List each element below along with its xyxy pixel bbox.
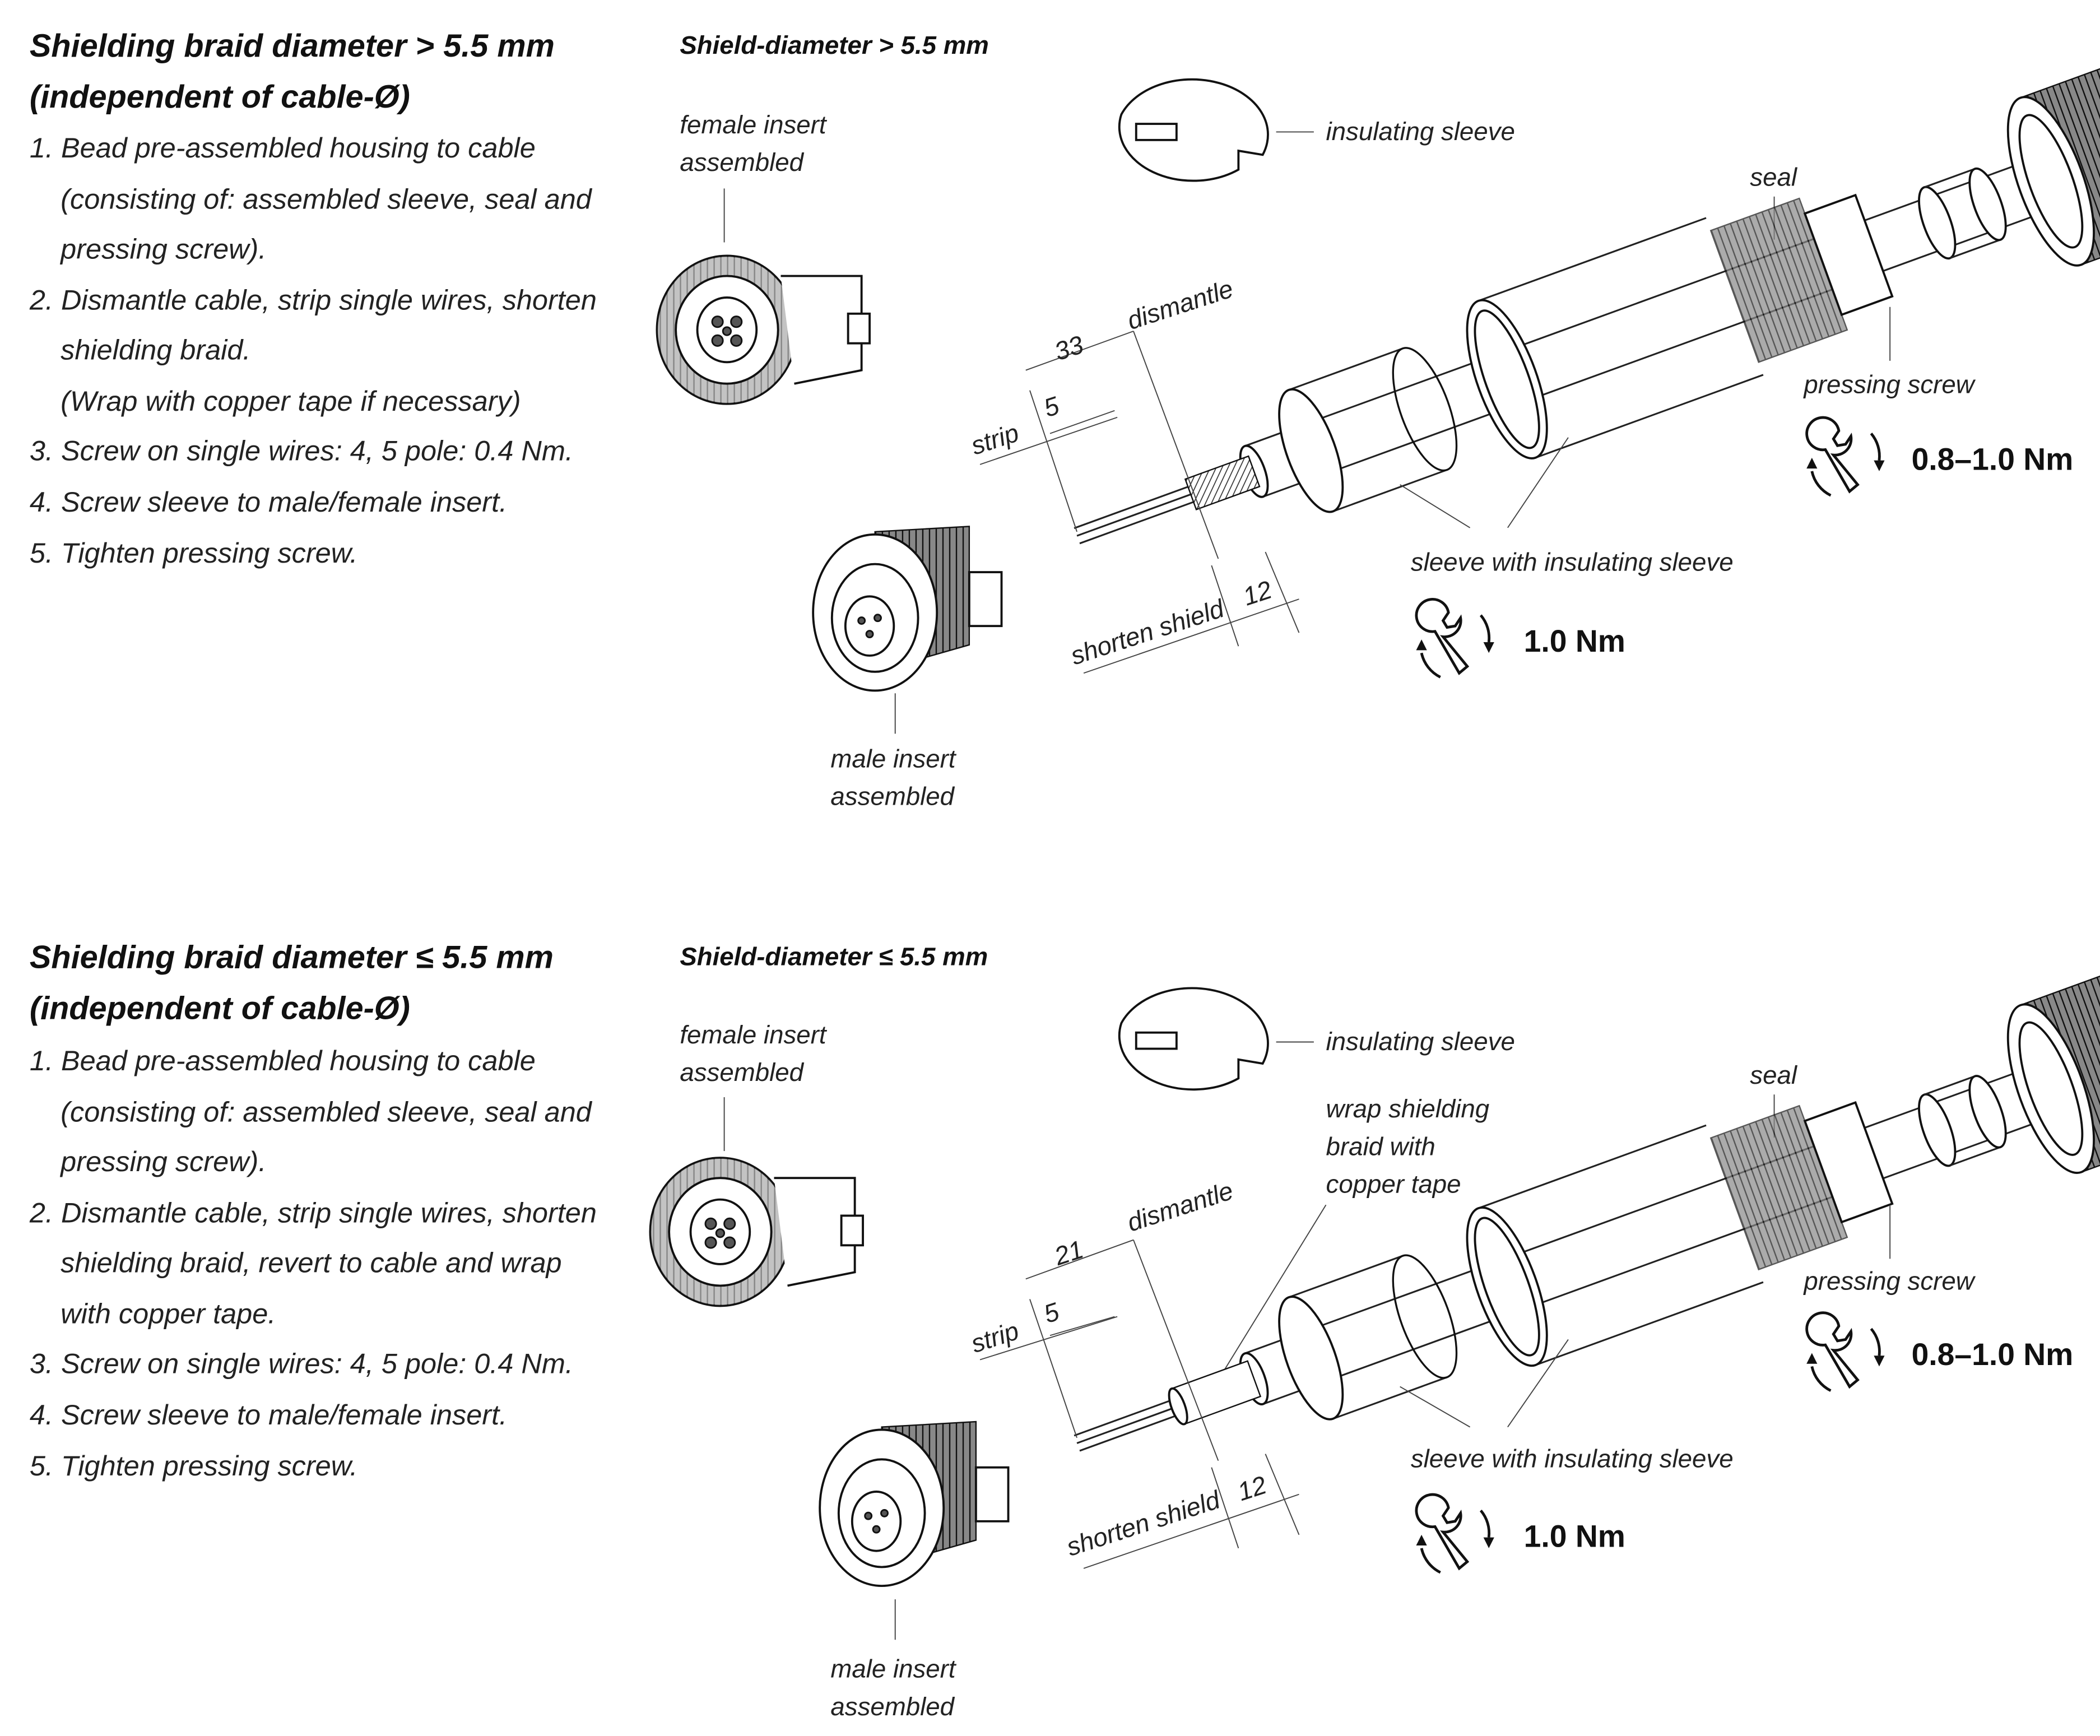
label-male-insert-2: assembled (830, 782, 955, 811)
section-heading: Shielding braid diameter ≤ 5.5 mm (30, 939, 554, 975)
label-seal: seal (1750, 1061, 1798, 1089)
cable-assembly-drawing (1045, 930, 2100, 1528)
insulating-sleeve-drawing (1118, 78, 1269, 182)
torque-pressing-screw: 0.8–1.0 Nm (1912, 442, 2074, 476)
torque-pressing-screw: 0.8–1.0 Nm (1912, 1337, 2074, 1372)
step-line: 2. Dismantle cable, strip single wires, … (29, 284, 597, 316)
label-pressing-screw: pressing screw (1802, 370, 1976, 399)
step-line: 2. Dismantle cable, strip single wires, … (29, 1196, 597, 1228)
step-line: 1. Bead pre-assembled housing to cable (30, 132, 536, 164)
section-shield-gt-5-5: Shielding braid diameter > 5.5 mm (indep… (29, 23, 2100, 811)
label-sleeve-with-insulating-sleeve: sleeve with insulating sleeve (1411, 1445, 1734, 1473)
dimension-dismantle: 21 (1051, 1235, 1087, 1271)
label-wrap-copper-tape-2: braid with (1326, 1132, 1435, 1161)
label-shorten-shield: shorten shield (1063, 1485, 1224, 1562)
section-heading: Shielding braid diameter > 5.5 mm (30, 28, 555, 64)
step-line: (consisting of: assembled sleeve, seal a… (61, 1096, 593, 1127)
label-male-insert: male insert (830, 744, 956, 773)
section-shield-le-5-5: Shielding braid diameter ≤ 5.5 mm (indep… (29, 930, 2100, 1721)
section-subheading: (independent of cable-Ø) (30, 991, 410, 1027)
step-line: pressing screw). (59, 1145, 266, 1177)
label-wrap-copper-tape: wrap shielding (1326, 1094, 1490, 1123)
wrench-torque-icon (1416, 1494, 1494, 1572)
step-line: shielding braid. (61, 333, 250, 365)
step-line: with copper tape. (61, 1298, 276, 1330)
label-insulating-sleeve: insulating sleeve (1326, 117, 1515, 146)
diagram-title: Shield-diameter ≤ 5.5 mm (680, 943, 988, 971)
male-insert-drawing (819, 1421, 1010, 1588)
label-female-insert-2: assembled (680, 1058, 804, 1087)
wrench-torque-icon (1806, 1313, 1884, 1391)
female-insert-drawing (656, 254, 871, 405)
label-seal: seal (1750, 163, 1798, 192)
step-line: 4. Screw sleeve to male/female insert. (30, 486, 507, 518)
step-line: 5. Tighten pressing screw. (30, 1450, 357, 1482)
step-line: 1. Bead pre-assembled housing to cable (30, 1045, 536, 1076)
label-male-insert-2: assembled (830, 1692, 955, 1721)
label-pressing-screw: pressing screw (1802, 1267, 1976, 1296)
dimension-lines (979, 307, 1891, 674)
step-line: 5. Tighten pressing screw. (30, 537, 357, 569)
label-strip: strip (968, 418, 1023, 460)
dimension-lines (979, 1205, 1891, 1569)
label-male-insert: male insert (830, 1654, 956, 1683)
wrench-torque-icon (1806, 417, 1884, 495)
step-line: (consisting of: assembled sleeve, seal a… (61, 183, 593, 215)
label-wrap-copper-tape-3: copper tape (1326, 1170, 1461, 1199)
female-insert-drawing (649, 1157, 864, 1307)
torque-sleeve: 1.0 Nm (1524, 1519, 1625, 1553)
step-line: 4. Screw sleeve to male/female insert. (30, 1399, 507, 1431)
step-line: (Wrap with copper tape if necessary) (61, 385, 521, 417)
label-sleeve-with-insulating-sleeve: sleeve with insulating sleeve (1411, 548, 1734, 577)
cable-assembly-drawing (1045, 23, 2100, 621)
label-female-insert-2: assembled (680, 148, 804, 177)
dimension-shorten-shield: 12 (1234, 1470, 1270, 1506)
label-female-insert: female insert (680, 110, 828, 139)
label-dismantle: dismantle (1123, 274, 1236, 335)
dimension-strip: 5 (1040, 391, 1063, 423)
wrench-torque-icon (1416, 599, 1494, 677)
step-line: shielding braid, revert to cable and wra… (61, 1246, 561, 1278)
male-insert-drawing (812, 525, 1003, 692)
label-dismantle: dismantle (1123, 1176, 1236, 1237)
label-strip: strip (968, 1316, 1023, 1358)
label-insulating-sleeve: insulating sleeve (1326, 1027, 1515, 1056)
label-female-insert: female insert (680, 1020, 828, 1049)
dimension-shorten-shield: 12 (1239, 575, 1275, 611)
dimension-strip: 5 (1040, 1297, 1063, 1329)
torque-sleeve: 1.0 Nm (1524, 624, 1625, 658)
step-line: 3. Screw on single wires: 4, 5 pole: 0.4… (30, 1348, 573, 1380)
insulating-sleeve-drawing (1118, 987, 1269, 1091)
diagram-title: Shield-diameter > 5.5 mm (680, 31, 989, 59)
section-subheading: (independent of cable-Ø) (30, 79, 410, 115)
step-line: pressing screw). (59, 233, 266, 264)
dimension-dismantle: 33 (1051, 330, 1087, 366)
step-line: 3. Screw on single wires: 4, 5 pole: 0.4… (30, 435, 573, 467)
